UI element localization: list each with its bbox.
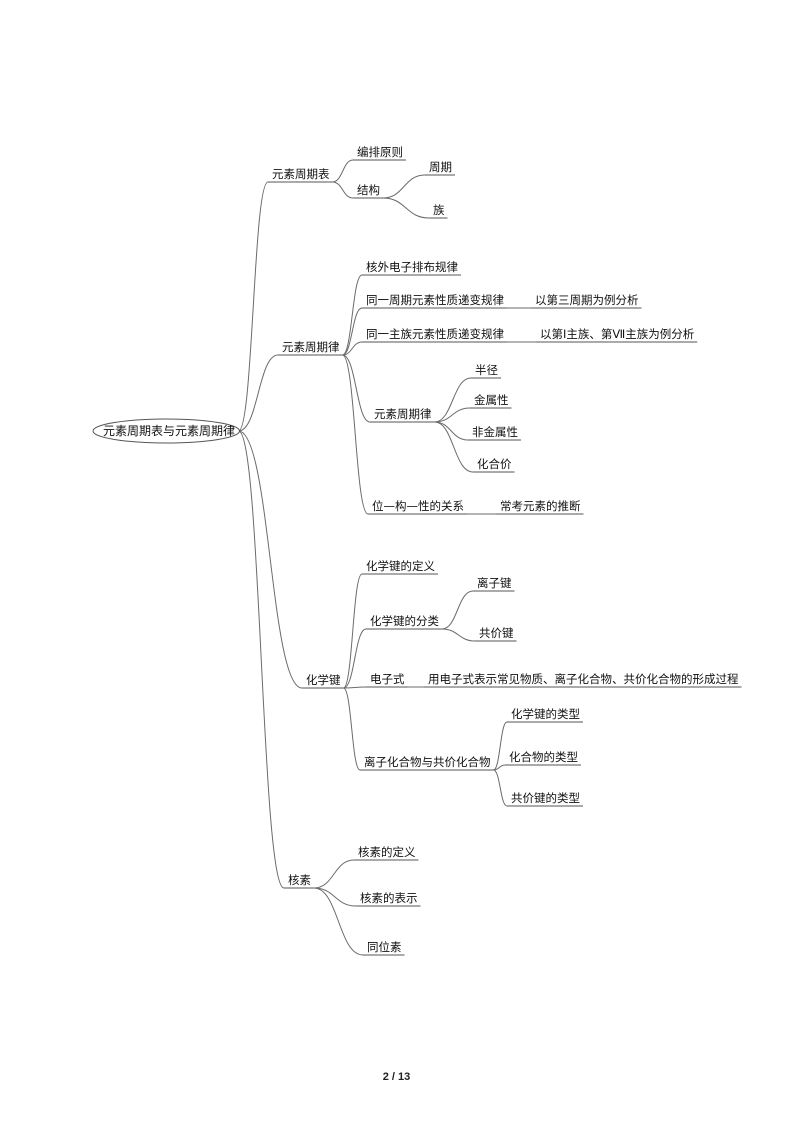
node-branches-2-children-1: 化学键的分类 <box>370 614 439 628</box>
node-branches-2: 化学键 <box>306 673 341 687</box>
link-branches-3-children-2 <box>313 887 364 956</box>
link-branches-2-children-1-children-0 <box>441 590 474 630</box>
node-branches-1-children-4: 位—构—性的关系 <box>372 499 464 513</box>
node-branches-1-children-0: 核外电子排布规律 <box>366 260 458 274</box>
node-branches-3-children-2: 同位素 <box>367 940 402 954</box>
node-branches-2-children-3-children-1: 化合物的类型 <box>509 750 578 764</box>
link-branches-1-children-0 <box>342 274 363 356</box>
link-branches-1-children-3-children-1 <box>434 407 471 423</box>
link-branches-3-children-1 <box>313 887 357 907</box>
link-branches-2-children-1-children-1 <box>441 628 476 642</box>
node-branches-1-children-2: 同一主族元素性质递变规律 <box>366 327 504 341</box>
node-branches-0-children-1: 结构 <box>357 183 380 197</box>
node-branches-1-children-1: 同一周期元素性质递变规律 <box>366 293 504 307</box>
link-branches-0-children-0 <box>332 159 354 183</box>
link-branches-1-children-3-children-3 <box>434 421 474 473</box>
node-branches-3-children-0: 核素的定义 <box>358 845 416 859</box>
node-branches-1-children-1-children-0: 以第三周期为例分析 <box>535 293 639 307</box>
link-branches-2-children-1 <box>343 628 367 689</box>
link-branches-1-children-4 <box>342 354 369 515</box>
link-branches-0-children-1 <box>332 181 354 199</box>
node-branches-1-children-2-children-0: 以第Ⅰ主族、第Ⅶ主族为例分析 <box>540 327 694 341</box>
link-branches-1 <box>238 354 279 432</box>
node-branches-1-children-3-children-3: 化合价 <box>477 457 512 471</box>
node-branches-3-children-1: 核素的表示 <box>360 891 418 905</box>
node-branches-1-children-3-children-0: 半径 <box>475 363 498 377</box>
node-branches-1-children-4-children-0: 常考元素的推断 <box>500 499 581 513</box>
node-branches-3: 核素 <box>288 873 311 887</box>
link-branches-0-children-1-children-1 <box>382 197 430 219</box>
mind-map-links <box>238 159 536 956</box>
link-branches-0-children-1-children-0 <box>382 174 426 199</box>
link-branches-1-children-1 <box>342 307 363 356</box>
link-branches-2-children-3-children-1 <box>493 764 506 771</box>
node-branches-2-children-3-children-0: 化学键的类型 <box>511 707 580 721</box>
node-branches-0-children-1-children-0: 周期 <box>429 160 452 174</box>
node-branches-2-children-1-children-1: 共价键 <box>479 626 514 640</box>
node-branches-2-children-3-children-2: 共价键的类型 <box>511 791 580 805</box>
mind-map-underlines <box>92 159 742 956</box>
node-branches-0-children-1-children-1: 族 <box>433 203 445 217</box>
node-branches-2-children-2-children-0: 用电子式表示常见物质、离子化合物、共价化合物的形成过程 <box>428 672 739 686</box>
link-branches-2-children-3-children-2 <box>493 769 508 807</box>
node-branches-0: 元素周期表 <box>272 167 330 181</box>
link-branches-1-children-3-children-0 <box>434 377 472 423</box>
link-branches-2-children-3-children-0 <box>493 721 508 771</box>
node-branches-1-children-3-children-2: 非金属性 <box>472 425 518 439</box>
link-branches-2 <box>238 430 303 689</box>
node-branches-1-children-3-children-1: 金属性 <box>474 393 509 407</box>
node-branches-2-children-1-children-0: 离子键 <box>477 576 512 590</box>
link-branches-2-children-0 <box>343 573 363 689</box>
root-node-ellipse <box>92 418 240 444</box>
node-root: 元素周期表与元素周期律 <box>103 424 235 438</box>
node-branches-1-children-3: 元素周期律 <box>374 407 432 421</box>
link-branches-0 <box>238 181 269 432</box>
node-branches-2-children-3: 离子化合物与共价化合物 <box>364 755 491 769</box>
node-branches-2-children-2: 电子式 <box>370 672 405 686</box>
link-branches-2-children-2 <box>343 686 367 689</box>
node-branches-2-children-0: 化学键的定义 <box>366 559 435 573</box>
link-branches-3-children-0 <box>313 859 355 889</box>
link-branches-1-children-3-children-2 <box>434 421 469 441</box>
link-branches-1-children-2 <box>342 341 363 356</box>
link-branches-3 <box>238 430 285 889</box>
link-branches-1-children-3 <box>342 354 371 423</box>
node-branches-1: 元素周期律 <box>282 340 340 354</box>
link-branches-2-children-3 <box>343 687 361 771</box>
node-branches-0-children-0: 编排原则 <box>357 145 403 159</box>
page-number: 2 / 13 <box>382 1071 411 1083</box>
